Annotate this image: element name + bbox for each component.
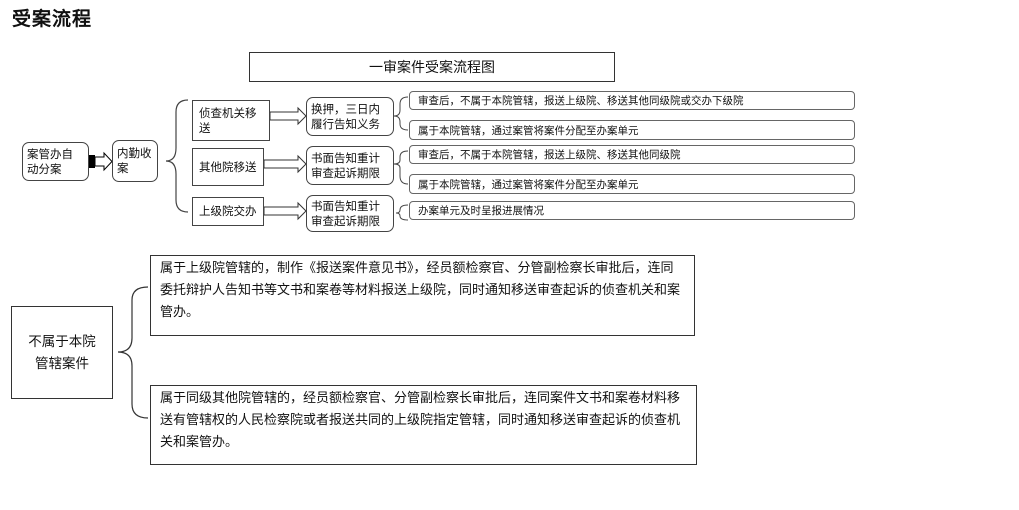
outcome-bar-4: 属于本院管辖，通过案管将案件分配至办案单元 (409, 174, 855, 194)
arrow-source-2 (263, 154, 307, 174)
outcome-brace-3 (395, 204, 409, 221)
jurisdiction-brace (117, 286, 149, 419)
outcome-brace-1 (393, 96, 409, 131)
flowchart-title: 一审案件受案流程图 (249, 52, 615, 82)
action-node-3: 书面告知重计审查起诉期限 (306, 195, 394, 232)
case-superior-court: 属于上级院管辖的，制作《报送案件意见书》，经员额检察官、分管副检察长审批后，连同… (150, 255, 695, 336)
outcome-bar-2: 属于本院管辖，通过案管将案件分配至办案单元 (409, 120, 855, 140)
source-node-3: 上级院交办 (192, 197, 264, 226)
page-title: 受案流程 (12, 8, 93, 30)
stage-node: 内勤收案 (112, 140, 158, 182)
outcome-brace-2 (393, 150, 409, 185)
sources-brace (165, 99, 189, 213)
source-node-1: 侦查机关移送 (192, 100, 270, 141)
arrow-source-3 (263, 201, 307, 221)
jurisdiction-label: 不属于本院管辖案件 (11, 306, 113, 399)
arrow-block (89, 155, 95, 168)
case-peer-court: 属于同级其他院管辖的，经员额检察官、分管副检察长审批后，连同案件文书和案卷材料移… (150, 385, 697, 465)
action-node-2: 书面告知重计审查起诉期限 (306, 146, 394, 185)
outcome-bar-1: 审查后，不属于本院管辖，报送上级院、移送其他同级院或交办下级院 (409, 91, 855, 110)
action-node-1: 换押，三日内履行告知义务 (306, 97, 394, 136)
arrow-to-stage (94, 151, 113, 172)
origin-node: 案管办自动分案 (22, 142, 89, 181)
outcome-bar-3: 审查后，不属于本院管辖，报送上级院、移送其他同级院 (409, 145, 855, 164)
outcome-bar-5: 办案单元及时呈报进展情况 (409, 201, 855, 220)
source-node-2: 其他院移送 (192, 148, 264, 186)
arrow-source-1 (269, 106, 307, 126)
